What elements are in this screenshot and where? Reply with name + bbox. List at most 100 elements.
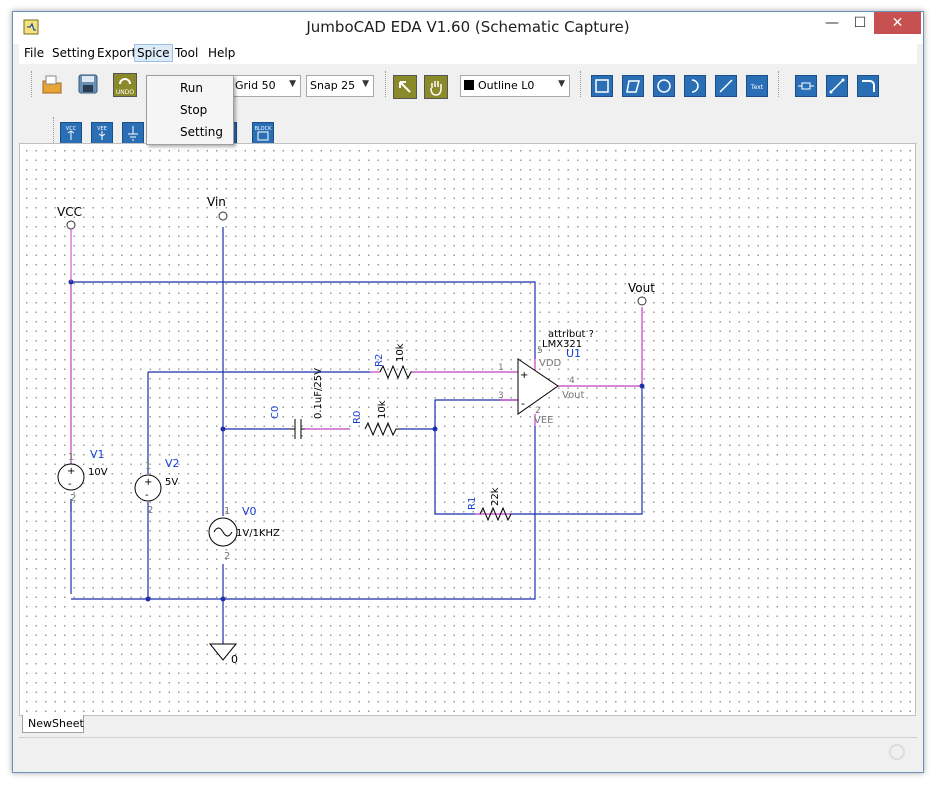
spice-menu-stop[interactable]: Stop — [180, 103, 208, 117]
minimize-button[interactable]: — — [818, 12, 846, 34]
close-button[interactable]: ✕ — [874, 12, 921, 34]
resistor-r1[interactable]: R1 22k — [467, 487, 512, 522]
pointer-arrow-icon — [399, 81, 411, 93]
svg-text:5: 5 — [537, 346, 543, 356]
svg-text:Vout: Vout — [562, 390, 585, 401]
svg-text:1V/1KHZ: 1V/1KHZ — [236, 528, 280, 539]
chevron-down-icon: ▼ — [558, 79, 565, 89]
svg-text:4: 4 — [569, 376, 575, 386]
snap-select-value: Snap 25 — [310, 79, 356, 92]
undo-button[interactable]: UNDO — [113, 73, 137, 97]
svg-text:Text: Text — [750, 84, 764, 91]
place-component-button[interactable] — [795, 75, 817, 97]
svg-text:2: 2 — [147, 505, 153, 516]
save-button[interactable] — [77, 73, 99, 95]
chevron-down-icon: ▼ — [362, 79, 369, 89]
svg-text:2: 2 — [70, 493, 76, 504]
minimize-icon: — — [825, 15, 839, 31]
undo-icon: UNDO — [116, 78, 135, 96]
draw-line-button[interactable] — [715, 75, 737, 97]
svg-text:R1: R1 — [467, 497, 478, 510]
sheet-tab-newsheet[interactable]: NewSheet — [22, 715, 84, 733]
menu-bar: File Setting Export Spice Tool Help — [19, 44, 917, 64]
draw-polygon-button[interactable] — [622, 75, 644, 97]
draw-circle-button[interactable] — [653, 75, 675, 97]
svg-text:LMX321: LMX321 — [542, 339, 582, 350]
menu-file[interactable]: File — [24, 46, 45, 60]
schematic-canvas[interactable]: VCC Vin Vout 0 + - V1 10V — [19, 143, 916, 716]
text-tool-icon: Text — [750, 84, 764, 91]
place-block-button[interactable]: BLOCK — [252, 122, 274, 144]
draw-wire-button[interactable] — [826, 75, 848, 97]
resistor-r2[interactable]: R2 10k — [374, 343, 412, 380]
grid-select[interactable]: Grid 50 ▼ — [231, 75, 301, 97]
place-ground-button[interactable] — [122, 122, 144, 144]
svg-text:Vin: Vin — [207, 195, 226, 209]
source-v1[interactable]: + - V1 10V 1 2 — [57, 448, 108, 504]
svg-text:Vout: Vout — [628, 281, 655, 295]
maximize-button[interactable]: ☐ — [846, 12, 874, 34]
menu-export[interactable]: Export — [97, 46, 137, 60]
port-vcc[interactable]: VCC — [57, 205, 82, 230]
layer-select[interactable]: Outline L0 ▼ — [460, 75, 570, 97]
draw-text-button[interactable]: Text — [746, 75, 768, 97]
place-vee-button[interactable]: VEE — [91, 122, 113, 144]
svg-text:-: - — [145, 490, 149, 501]
capacitor-c0[interactable]: C0 0.1uF/25V — [270, 368, 324, 439]
svg-text:VCC: VCC — [66, 126, 77, 132]
port-vout[interactable]: Vout — [628, 281, 655, 306]
svg-text:0.1uF/25V: 0.1uF/25V — [313, 368, 324, 419]
svg-text:22k: 22k — [490, 487, 501, 506]
menu-help[interactable]: Help — [208, 46, 236, 60]
port-vin[interactable]: Vin — [207, 195, 228, 221]
svg-text:BLOCK: BLOCK — [255, 126, 272, 132]
svg-text:C0: C0 — [270, 406, 281, 419]
svg-text:VDD: VDD — [539, 358, 562, 369]
svg-text:3: 3 — [498, 391, 504, 401]
status-bar — [19, 737, 917, 764]
svg-text:0: 0 — [231, 653, 238, 666]
svg-text:UNDO: UNDO — [116, 89, 135, 96]
resistor-r0[interactable]: R0 10k — [352, 400, 400, 437]
svg-text:+: + — [144, 477, 152, 488]
bus-corner-icon — [862, 80, 875, 92]
svg-text:-: - — [68, 479, 72, 490]
open-button[interactable] — [41, 73, 63, 95]
select-tool-button[interactable] — [393, 75, 417, 99]
circle-icon — [657, 79, 671, 93]
window-title: JumboCAD EDA V1.60 (Schematic Capture) — [306, 18, 630, 36]
wire-icon — [829, 78, 845, 94]
arc-icon — [691, 79, 699, 93]
source-v0[interactable]: V0 1V/1KHZ 1 2 — [208, 505, 280, 562]
draw-arc-button[interactable] — [684, 75, 706, 97]
spice-dropdown-menu: Run Stop Setting — [146, 75, 234, 145]
snap-select[interactable]: Snap 25 ▼ — [306, 75, 374, 97]
svg-text:attribut ?: attribut ? — [548, 329, 594, 340]
menu-setting[interactable]: Setting — [52, 46, 95, 60]
status-indicator-icon — [889, 744, 905, 760]
line-icon — [719, 79, 733, 93]
spice-menu-run[interactable]: Run — [180, 81, 204, 95]
svg-text:V1: V1 — [90, 448, 105, 461]
grid-select-value: Grid 50 — [235, 79, 276, 92]
svg-text:V0: V0 — [242, 505, 257, 518]
draw-rectangle-button[interactable] — [591, 75, 613, 97]
ground-symbol[interactable]: 0 — [208, 643, 238, 666]
draw-bus-button[interactable] — [857, 75, 879, 97]
svg-text:U1: U1 — [566, 347, 581, 360]
schematic-drawing: VCC Vin Vout 0 + - V1 10V — [57, 195, 655, 666]
junctions — [68, 279, 645, 602]
source-v2[interactable]: + - V2 5V 1 2 — [134, 457, 180, 516]
svg-text:1: 1 — [68, 452, 74, 463]
svg-text:V2: V2 — [165, 457, 180, 470]
pan-tool-button[interactable] — [424, 75, 448, 99]
chevron-down-icon: ▼ — [289, 79, 296, 89]
menu-spice[interactable]: Spice — [134, 44, 173, 62]
svg-text:+: + — [67, 466, 75, 477]
svg-text:VEE: VEE — [534, 415, 553, 426]
place-vcc-button[interactable]: VCC — [60, 122, 82, 144]
svg-text:2: 2 — [224, 551, 230, 562]
opamp-u1[interactable]: + - attribut ? LMX321 U1 VDD Vout VEE 1 … — [498, 329, 594, 426]
menu-tool[interactable]: Tool — [175, 46, 199, 60]
spice-menu-setting[interactable]: Setting — [180, 125, 223, 139]
